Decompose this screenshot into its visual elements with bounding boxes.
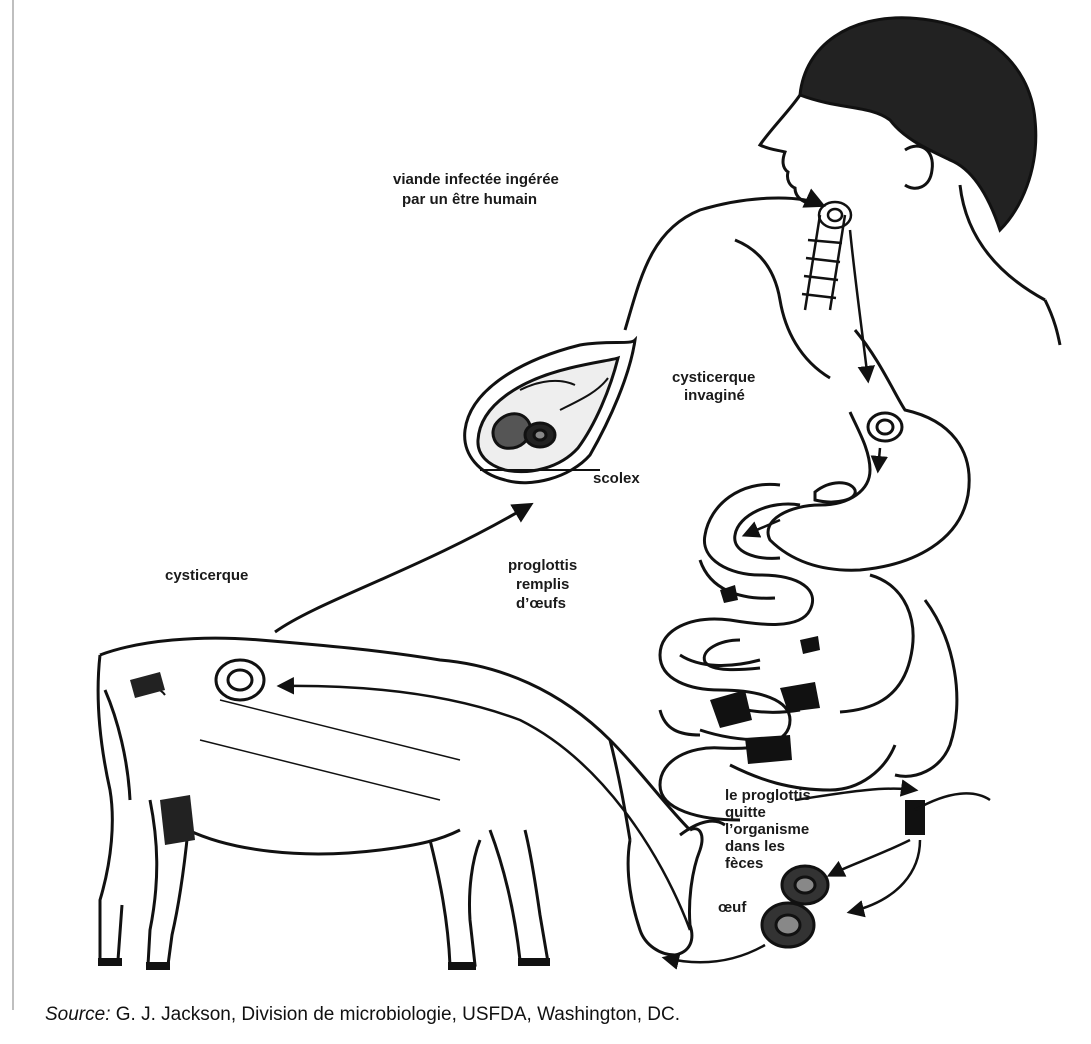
source-label: Source: bbox=[45, 1004, 110, 1025]
meat-to-mouth-arrow bbox=[625, 198, 822, 330]
digestive-flow-arrows bbox=[745, 230, 915, 800]
eggs bbox=[762, 866, 828, 947]
eggs-to-cow-arrow bbox=[280, 686, 690, 930]
label-egg: œuf bbox=[718, 899, 747, 916]
human-back bbox=[1045, 300, 1060, 345]
cow-neck bbox=[610, 740, 630, 840]
cow-front-leg bbox=[430, 840, 480, 965]
human-hair bbox=[800, 18, 1036, 230]
label-scolex: scolex bbox=[593, 470, 640, 487]
cow-figure bbox=[98, 638, 725, 965]
esophagus bbox=[802, 202, 851, 310]
label-egg-filled-proglottids: proglottis remplis d’œufs bbox=[508, 557, 581, 612]
source-caption: Source: G. J. Jackson, Division de micro… bbox=[45, 1004, 680, 1026]
label-ingested-meat: viande infectée ingérée par un être huma… bbox=[393, 171, 563, 208]
source-text: G. J. Jackson, Division de microbiologie… bbox=[110, 1004, 680, 1025]
cow-belly bbox=[188, 830, 460, 854]
human-ear bbox=[905, 146, 932, 188]
label-proglottid-leaves-body: le proglottis quitte l’organisme dans le… bbox=[725, 787, 815, 872]
cow-head bbox=[628, 829, 702, 955]
label-cysticercus: cysticerque bbox=[165, 567, 248, 584]
human-throat bbox=[735, 240, 830, 378]
label-invaginated-cysticercus: cysticerque invaginé bbox=[672, 369, 760, 404]
life-cycle-diagram: viande infectée ingérée par un être huma… bbox=[0, 0, 1091, 1000]
human-face-profile bbox=[760, 95, 820, 205]
cow-dark-patches bbox=[130, 672, 195, 845]
cow-hooves bbox=[98, 958, 550, 970]
cow-cysticercus bbox=[216, 660, 264, 700]
cow-to-meat-arrow bbox=[275, 505, 530, 632]
proglottid-exit bbox=[905, 793, 990, 835]
infected-meat-cut bbox=[465, 340, 635, 483]
stomach bbox=[768, 330, 969, 570]
cow-front-leg-2 bbox=[490, 830, 548, 962]
